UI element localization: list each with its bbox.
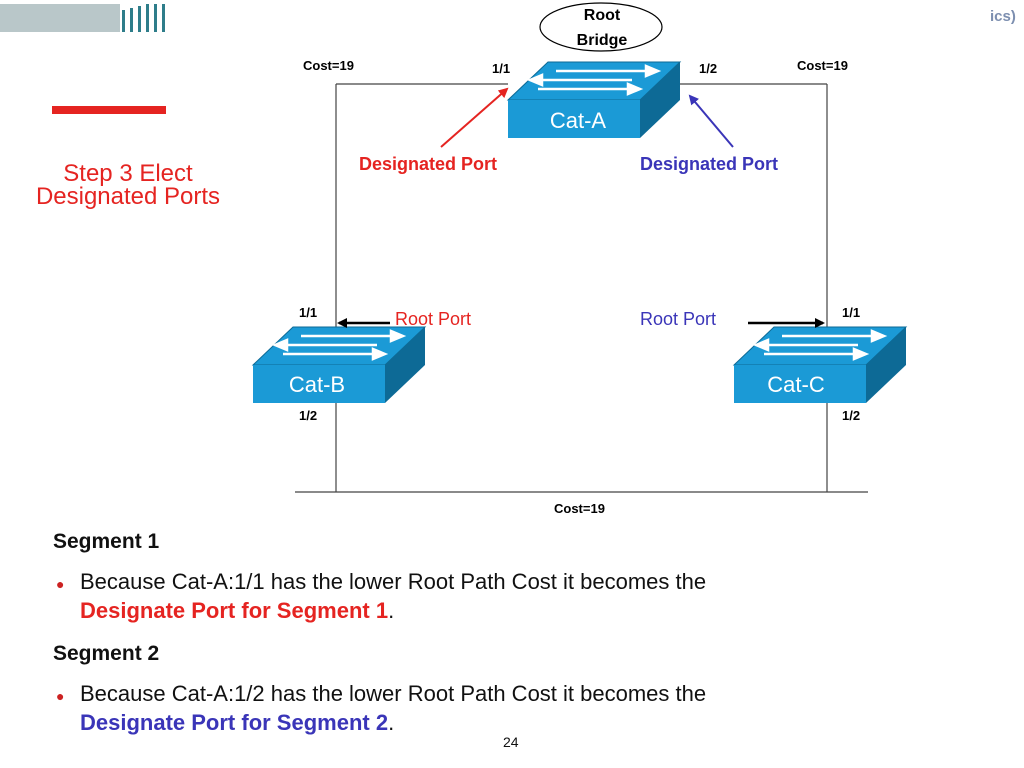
- cost-top-left: Cost=19: [303, 58, 354, 73]
- cat-c-port-1-1: 1/1: [842, 305, 860, 320]
- root-bridge-line2: Bridge: [577, 32, 628, 49]
- bullet-dot-2: ●: [56, 688, 65, 704]
- designated-port-label-left: Designated Port: [359, 154, 497, 174]
- switch-cat-b: Cat-B: [251, 326, 427, 403]
- network-links: [295, 83, 868, 493]
- page-number: 24: [503, 734, 519, 750]
- cat-a-port-1-1: 1/1: [492, 61, 510, 76]
- switch-cat-c: Cat-C: [732, 326, 908, 403]
- segment-1-emphasis-line: Designate Port for Segment 1.: [80, 598, 394, 624]
- segment-1-emphasis: Designate Port for Segment 1: [80, 598, 389, 623]
- root-bridge-bubble: [539, 2, 663, 52]
- root-port-label-left: Root Port: [395, 309, 471, 329]
- cat-b-port-1-2: 1/2: [299, 408, 317, 423]
- segment-2-period: .: [388, 710, 395, 735]
- segment-1-heading: Segment 1: [53, 530, 160, 553]
- segment-1-text: Because Cat-A:1/1 has the lower Root Pat…: [80, 569, 707, 594]
- designated-arrow-red: [440, 87, 509, 148]
- cat-a-label: Cat-A: [550, 108, 607, 133]
- title-accent-bar: [52, 106, 166, 114]
- segment-2-emphasis: Designate Port for Segment 2: [80, 710, 389, 735]
- brand-logo-fragment: ics): [990, 8, 1016, 25]
- segment-2-heading: Segment 2: [53, 642, 160, 665]
- bullet-dot-1: ●: [56, 576, 65, 592]
- cat-c-port-1-2: 1/2: [842, 408, 860, 423]
- cat-b-port-1-1: 1/1: [299, 305, 317, 320]
- designated-arrow-blue: [688, 94, 734, 148]
- root-bridge-line1: Root: [584, 7, 621, 24]
- cat-c-label: Cat-C: [767, 372, 825, 397]
- root-port-label-right: Root Port: [640, 309, 716, 329]
- cost-bottom: Cost=19: [554, 501, 605, 516]
- slide-title-line2: Designated Ports: [35, 183, 221, 210]
- header-banner: [0, 0, 168, 32]
- cat-a-port-1-2: 1/2: [699, 61, 717, 76]
- switch-cat-a: Cat-A: [506, 61, 682, 138]
- slide-title-line1: Step 3 Elect: [63, 160, 193, 187]
- segment-1-period: .: [388, 598, 395, 623]
- designated-port-label-right: Designated Port: [640, 154, 778, 174]
- cat-b-label: Cat-B: [289, 372, 345, 397]
- segment-2-text: Because Cat-A:1/2 has the lower Root Pat…: [80, 681, 707, 706]
- segment-2-emphasis-line: Designate Port for Segment 2.: [80, 710, 394, 736]
- cost-top-right: Cost=19: [797, 58, 848, 73]
